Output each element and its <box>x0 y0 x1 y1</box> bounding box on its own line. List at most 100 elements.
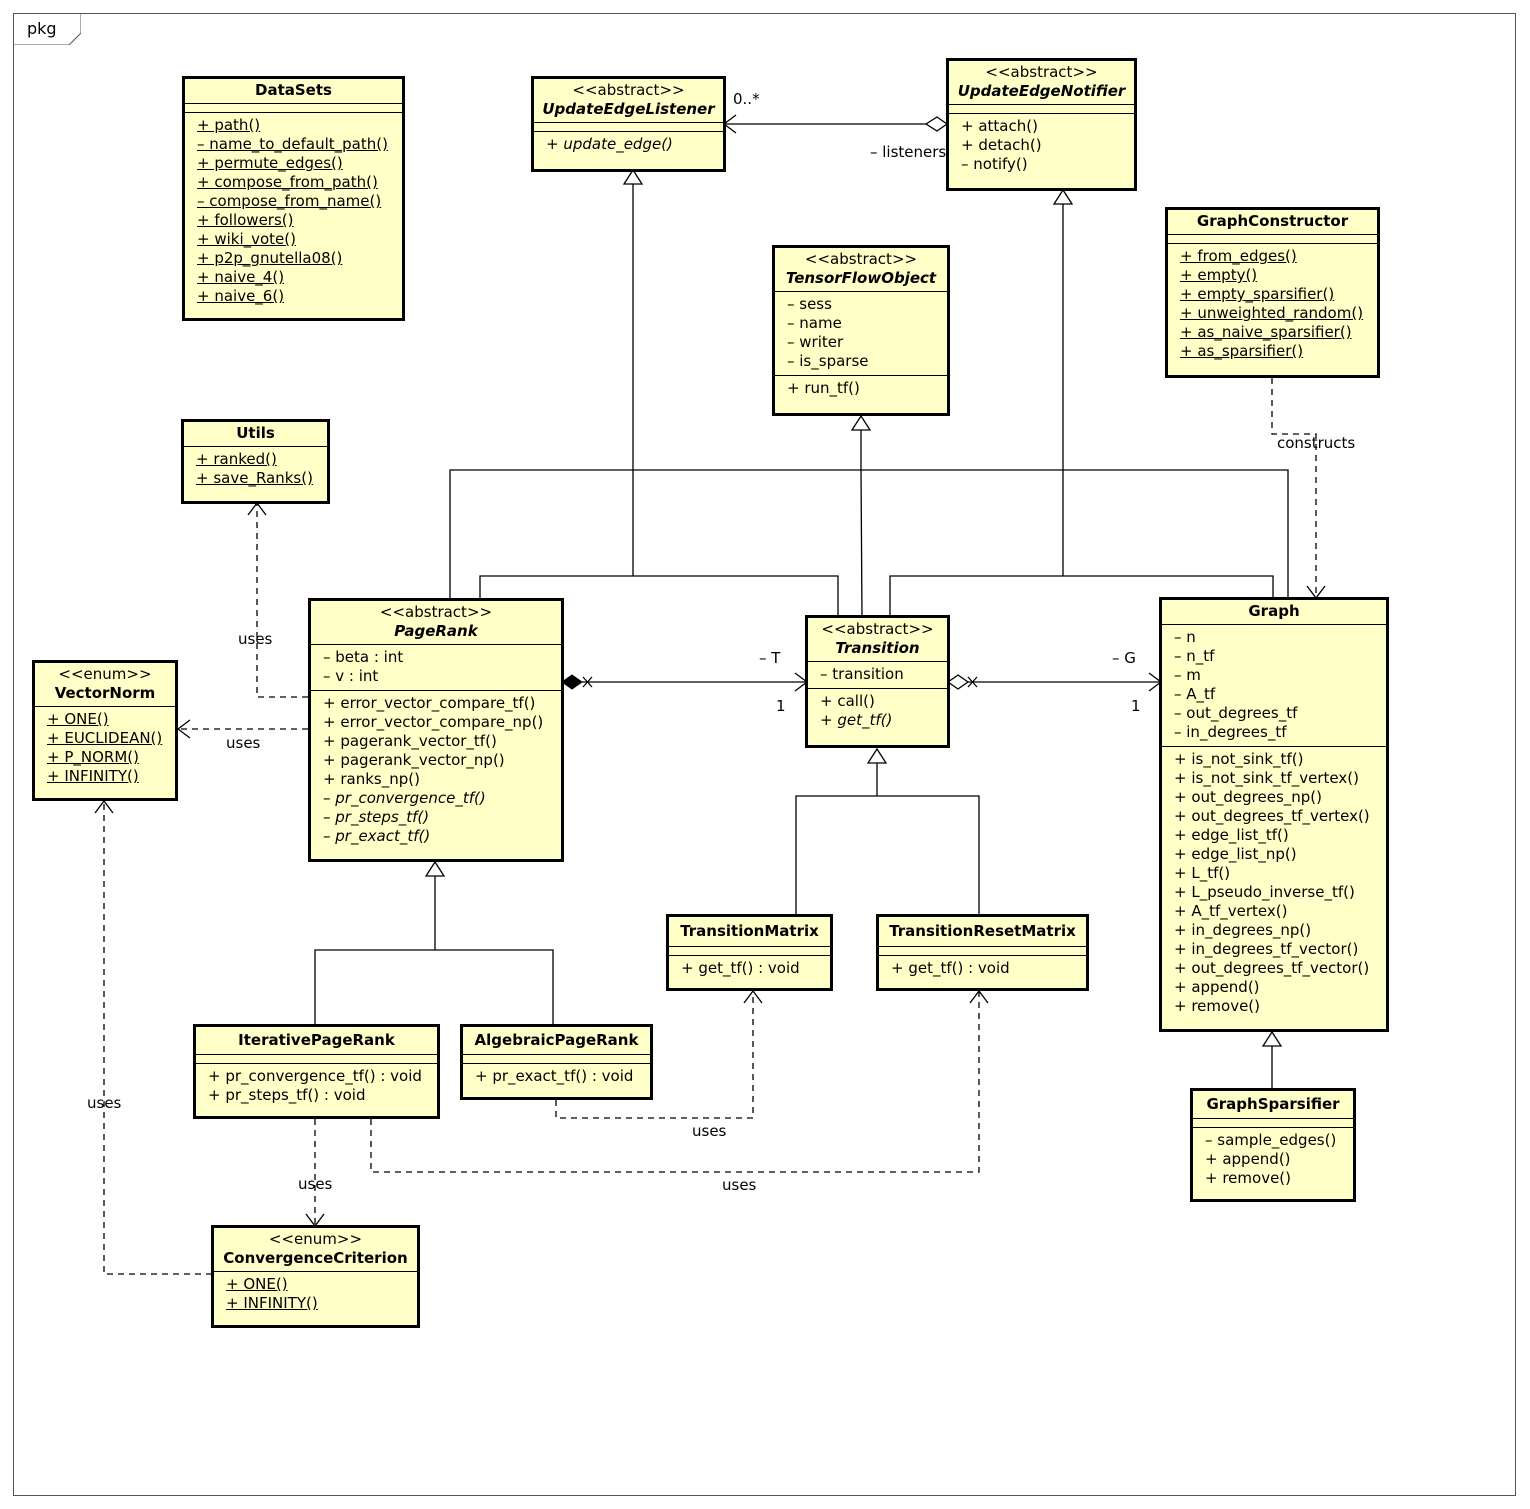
class-name: Graph <box>1248 602 1300 620</box>
attribute: – name <box>787 314 842 332</box>
method: – pr_exact_tf() <box>323 827 431 845</box>
composition-diamond-pagerank <box>561 674 583 690</box>
method: + permute_edges() <box>197 154 343 172</box>
method: – pr_steps_tf() <box>323 808 430 826</box>
aggregation-diamond-notifier <box>924 116 949 132</box>
multiplicity-G: 1 <box>1131 697 1141 715</box>
method: + detach() <box>961 136 1042 154</box>
generalization-arrow-pagerank <box>424 860 446 877</box>
label-uses-vectornorm: uses <box>226 734 261 752</box>
label-uses-iter-trm: uses <box>722 1176 757 1194</box>
class-algebraic-pagerank[interactable]: AlgebraicPageRank + pr_exact_tf() : void <box>460 1024 653 1100</box>
class-graph[interactable]: Graph – n – n_tf – m – A_tf – out_degree… <box>1159 597 1389 1032</box>
generalization-arrow-notifier <box>1052 188 1074 205</box>
aggregation-diamond-transition <box>946 674 970 690</box>
dependency-uses-alg-tm <box>555 991 754 1119</box>
method: + A_tf_vertex() <box>1174 902 1288 920</box>
attribute: – sess <box>787 295 832 313</box>
class-name: GraphConstructor <box>1196 212 1349 230</box>
class-name: TransitionResetMatrix <box>889 922 1076 940</box>
stereotype: <<abstract>> <box>821 620 934 638</box>
class-name: TensorFlowObject <box>785 269 937 287</box>
stereotype: <<enum>> <box>268 1230 363 1248</box>
class-transition-matrix[interactable]: TransitionMatrix + get_tf() : void <box>666 914 833 991</box>
attribute: – is_sparse <box>787 352 869 370</box>
method: + ranked() <box>196 450 277 468</box>
class-update-edge-notifier[interactable]: <<abstract>> UpdateEdgeNotifier + attach… <box>946 58 1137 191</box>
class-utils[interactable]: Utils + ranked() + save_Ranks() <box>181 419 330 504</box>
method: + remove() <box>1205 1169 1292 1187</box>
method: + p2p_gnutella08() <box>197 249 343 267</box>
class-convergence-criterion[interactable]: <<enum>> ConvergenceCriterion + ONE() + … <box>211 1225 420 1328</box>
label-uses-iter-conv: uses <box>298 1175 333 1193</box>
label-uses-conv-vectornorm: uses <box>87 1094 122 1112</box>
stereotype: <<abstract>> <box>804 250 918 268</box>
attribute: – n_tf <box>1174 647 1215 665</box>
class-name: UpdateEdgeNotifier <box>957 82 1126 100</box>
method: + out_degrees_np() <box>1174 788 1323 806</box>
class-datasets[interactable]: DataSets + path() – name_to_default_path… <box>182 76 405 321</box>
class-name: DataSets <box>255 81 332 99</box>
method: + wiki_vote() <box>197 230 296 248</box>
enum-literal: + P_NORM() <box>47 748 139 766</box>
class-name: GraphSparsifier <box>1206 1095 1340 1113</box>
role-T: – T <box>759 649 781 667</box>
enum-literal: + EUCLIDEAN() <box>47 729 163 747</box>
class-name: Utils <box>236 424 275 442</box>
method: + save_Ranks() <box>196 469 313 487</box>
enum-literal: + INFINITY() <box>226 1294 318 1312</box>
method: + L_pseudo_inverse_tf() <box>1174 883 1355 901</box>
method: + ranks_np() <box>323 770 420 788</box>
dependency-uses-conv-vectornorm <box>103 801 212 1275</box>
attribute: – out_degrees_tf <box>1174 704 1298 722</box>
class-tensorflow-object[interactable]: <<abstract>> TensorFlowObject – sess – n… <box>772 245 950 416</box>
attribute: – transition <box>820 665 904 683</box>
generalization-line-pagerank <box>314 876 554 1026</box>
method: + pr_exact_tf() : void <box>475 1067 634 1085</box>
method: + is_not_sink_tf() <box>1174 750 1304 768</box>
method: + append() <box>1174 978 1260 996</box>
class-name: IterativePageRank <box>238 1031 395 1049</box>
dependency-constructs <box>1271 378 1317 598</box>
generalization-line-listener <box>449 184 1289 617</box>
class-name: UpdateEdgeListener <box>542 100 715 118</box>
class-graph-constructor[interactable]: GraphConstructor + from_edges() + empty(… <box>1165 207 1380 378</box>
method: + get_tf() : void <box>681 959 800 977</box>
method: + naive_6() <box>197 287 285 305</box>
method: + out_degrees_tf_vertex() <box>1174 807 1370 825</box>
class-iterative-pagerank[interactable]: IterativePageRank + pr_convergence_tf() … <box>193 1024 440 1119</box>
method: – sample_edges() <box>1205 1131 1337 1149</box>
attribute: – beta : int <box>323 648 404 666</box>
attribute: – writer <box>787 333 844 351</box>
label-uses-alg-tm: uses <box>692 1122 727 1140</box>
class-transition[interactable]: <<abstract>> Transition – transition + c… <box>805 615 950 748</box>
method: + unweighted_random() <box>1180 304 1364 322</box>
role-G: – G <box>1112 649 1136 667</box>
class-update-edge-listener[interactable]: <<abstract>> UpdateEdgeListener + update… <box>531 76 726 172</box>
method: + pr_steps_tf() : void <box>208 1086 366 1104</box>
class-pagerank[interactable]: <<abstract>> PageRank – beta : int – v :… <box>308 598 564 862</box>
generalization-arrow-tfobject <box>850 414 872 431</box>
generalization-line-notifier <box>889 204 1274 617</box>
method: + as_naive_sparsifier() <box>1180 323 1352 341</box>
method: + in_degrees_tf_vector() <box>1174 940 1359 958</box>
method: – name_to_default_path() <box>197 135 388 153</box>
stereotype: <<abstract>> <box>379 603 493 621</box>
label-constructs: constructs <box>1277 434 1356 452</box>
class-graph-sparsifier[interactable]: GraphSparsifier – sample_edges() + appen… <box>1190 1088 1356 1202</box>
method: + update_edge() <box>546 135 673 153</box>
method: + remove() <box>1174 997 1261 1015</box>
class-transition-reset-matrix[interactable]: TransitionResetMatrix + get_tf() : void <box>876 914 1089 991</box>
generalization-arrow-listener <box>622 168 644 185</box>
stereotype: <<abstract>> <box>572 81 685 99</box>
method: + pagerank_vector_np() <box>323 751 505 769</box>
attribute: – v : int <box>323 667 379 685</box>
enum-literal: + ONE() <box>47 710 109 728</box>
method: + path() <box>197 116 261 134</box>
class-vector-norm[interactable]: <<enum>> VectorNorm + ONE() + EUCLIDEAN(… <box>32 660 178 801</box>
enum-literal: + INFINITY() <box>47 767 139 785</box>
generalization-line-transition <box>795 763 980 915</box>
dependency-uses-utils <box>256 503 308 698</box>
method: + empty_sparsifier() <box>1180 285 1335 303</box>
method: + empty() <box>1180 266 1258 284</box>
